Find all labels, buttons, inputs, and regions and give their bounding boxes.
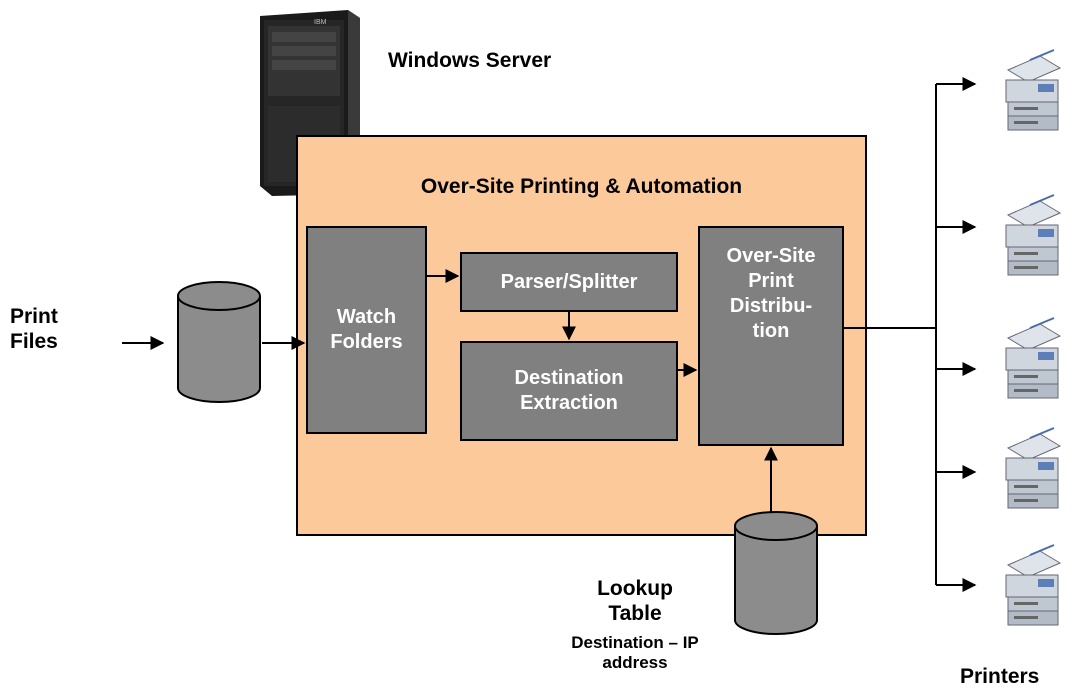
lookup-table-subtitle: Destination – IP address: [571, 633, 699, 673]
watch-folders-box: Watch Folders: [306, 226, 427, 434]
lookup-table-title: Lookup Table: [597, 577, 673, 626]
multifunction-printer-icon: [1005, 427, 1062, 509]
parser-splitter-label: Parser/Splitter: [500, 270, 638, 293]
database-icon: [177, 281, 261, 403]
destination-extraction-box: Destination Extraction: [460, 341, 678, 441]
print-distribution-box: Over-Site Print Distribu- tion: [698, 226, 844, 446]
destination-extraction-label: Destination Extraction: [514, 367, 624, 414]
system-title: Over-Site Printing & Automation: [420, 175, 743, 198]
print-distribution-label: Over-Site Print Distribu- tion: [726, 245, 816, 342]
server-label: Windows Server: [388, 49, 552, 72]
parser-splitter-box: Parser/Splitter: [460, 252, 678, 312]
multifunction-printer-icon: [1005, 544, 1062, 626]
watch-folders-label: Watch Folders: [330, 306, 403, 353]
multifunction-printer-icon: [1005, 317, 1062, 399]
print-files-label: Print Files: [10, 305, 58, 354]
server-brand: IBM: [314, 19, 327, 26]
multifunction-printer-icon: [1005, 49, 1062, 131]
printers-group: [1005, 49, 1062, 626]
multifunction-printer-icon: [1005, 194, 1062, 276]
printers-label: Printers: [960, 665, 1040, 688]
